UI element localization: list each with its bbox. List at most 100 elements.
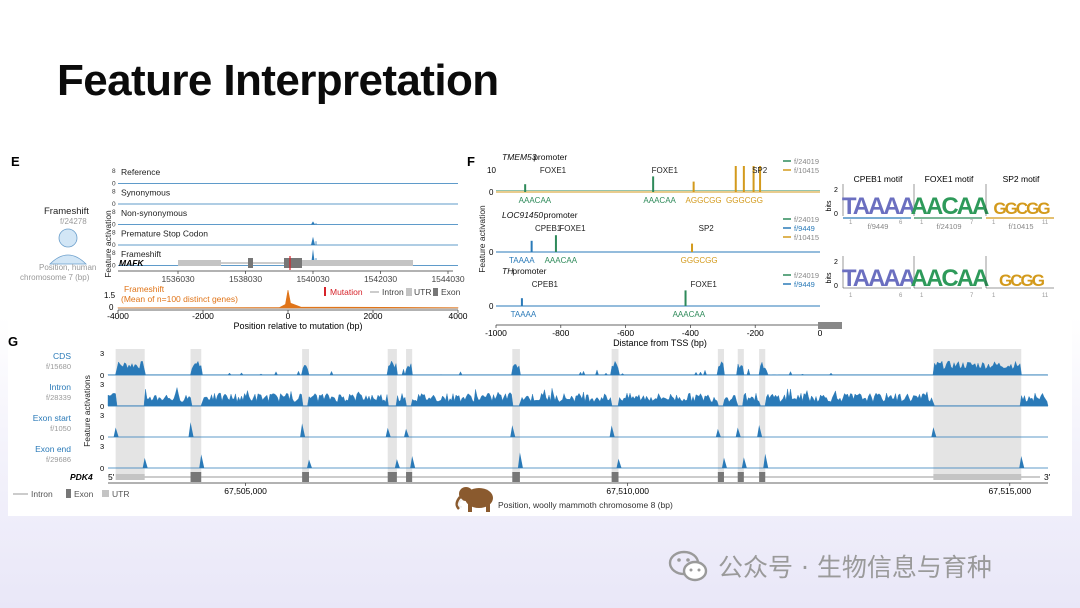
f-logo-id: f/9449 bbox=[868, 222, 889, 231]
g-x-tick-label: 67,510,000 bbox=[606, 486, 649, 496]
f-logo-xtick: 11 bbox=[1042, 293, 1049, 299]
g-boundary-spike bbox=[741, 457, 747, 468]
g-activation-trace bbox=[107, 360, 1049, 376]
watermark: 公众号 · 生物信息与育种 bbox=[668, 546, 992, 586]
f-motif-bottom-label: AAACAA bbox=[519, 196, 552, 205]
g-exon-shade bbox=[611, 349, 619, 474]
e-gene-model: MAFK bbox=[119, 256, 413, 270]
e-track-ytick-zero: 0 bbox=[112, 242, 116, 249]
f-xlabel: Distance from TSS (bp) bbox=[613, 338, 707, 348]
f-legend-label: f/10415 bbox=[794, 166, 819, 175]
g-gene-exon bbox=[759, 472, 766, 482]
g-gene-exon bbox=[190, 472, 202, 482]
e-mean-area bbox=[117, 289, 459, 309]
g-track-id: f/15680 bbox=[46, 362, 71, 371]
e-mean-title: Frameshift bbox=[124, 284, 165, 294]
g-track-name: CDS bbox=[53, 351, 71, 361]
f-activation-peak bbox=[530, 240, 533, 252]
e-track-label: Frameshift bbox=[121, 249, 162, 259]
f-logo-xtick: 7 bbox=[970, 220, 974, 226]
f-legend-label: f/9449 bbox=[794, 224, 815, 233]
g-track-ytick: 3 bbox=[100, 380, 104, 389]
f-logo-ytick-top: 2 bbox=[834, 187, 838, 194]
f-activation-peak bbox=[520, 298, 523, 306]
f-logo-id: f/10415 bbox=[1008, 222, 1033, 231]
g-track-id: f/29686 bbox=[46, 455, 71, 464]
person-icon bbox=[49, 228, 87, 265]
f-logo-xtick: 6 bbox=[899, 293, 903, 299]
g-boundary-spike bbox=[616, 458, 622, 468]
f-motif-top-label: SP2 bbox=[699, 224, 715, 233]
g-gene-exon bbox=[115, 474, 145, 480]
f-logo-ytick-zero: 0 bbox=[834, 211, 838, 218]
f-promoter-name: TH bbox=[502, 266, 514, 276]
f-motif-top-label: FOXE1 bbox=[652, 166, 679, 175]
e-track-ytick: 8 bbox=[112, 250, 116, 257]
g-boundary-spike bbox=[510, 425, 516, 437]
f-activation-peak bbox=[752, 166, 755, 192]
f-motif-top-label: CPEB1 bbox=[532, 280, 559, 289]
g-boundary-spike bbox=[931, 427, 937, 437]
f-logo-xtick: 1 bbox=[992, 293, 996, 299]
e-track-label: Synonymous bbox=[121, 188, 170, 198]
f-logo-id: f/24109 bbox=[936, 222, 961, 231]
e-gene-name: MAFK bbox=[119, 258, 144, 268]
f-promoter-suffix: promoter bbox=[544, 210, 578, 220]
f-legend-label: f/24019 bbox=[794, 271, 819, 280]
e-mean-ytick-top: 1.5 bbox=[104, 291, 116, 300]
e-genome-tick-label: 1544030 bbox=[431, 274, 464, 284]
g-track-id: f/28339 bbox=[46, 393, 71, 402]
f-activation-peak bbox=[554, 235, 557, 252]
g-boundary-spike bbox=[517, 452, 523, 468]
g-boundary-spike bbox=[385, 427, 391, 437]
f-ytick-zero: 0 bbox=[489, 248, 494, 257]
e-x-tick-label: 4000 bbox=[449, 311, 468, 321]
e-activation-peak bbox=[311, 236, 315, 245]
f-motif-bottom-label: AGGCGG bbox=[686, 196, 722, 205]
g-track-ytick: 3 bbox=[100, 411, 104, 420]
f-legend-label: f/24019 bbox=[794, 157, 819, 166]
g-boundary-spike bbox=[757, 425, 763, 437]
f-logo-xtick: 6 bbox=[899, 220, 903, 226]
e-genome-tick-label: 1542030 bbox=[364, 274, 397, 284]
g-track-ytick: 3 bbox=[100, 442, 104, 451]
e-track-ytick-zero: 0 bbox=[112, 201, 116, 208]
e-x-tick-label: -4000 bbox=[107, 311, 129, 321]
g-exon-shading bbox=[115, 349, 1022, 474]
g-boundary-spike bbox=[715, 428, 721, 437]
g-boundary-spike bbox=[188, 422, 194, 437]
f-motif-top-label: FOXE1 bbox=[691, 280, 718, 289]
f-logo-ytick-top: 2 bbox=[834, 259, 838, 266]
e-genome-xlabel-line1: Position, human bbox=[39, 263, 96, 272]
f-promoter-suffix: promoter bbox=[512, 266, 546, 276]
g-track-ytick-zero: 0 bbox=[100, 433, 104, 442]
g-boundary-spike bbox=[1019, 456, 1025, 468]
f-x-tick-label: 0 bbox=[818, 328, 823, 338]
f-logo-xtick: 1 bbox=[920, 293, 924, 299]
g-track-ytick: 3 bbox=[100, 349, 104, 358]
g-gene-exon bbox=[387, 472, 397, 482]
f-ytick-zero: 0 bbox=[489, 302, 494, 311]
f-motif-bottom-label: TAAAA bbox=[511, 310, 537, 319]
e-track-label: Premature Stop Codon bbox=[121, 229, 208, 239]
f-logo-ylabel: bits bbox=[826, 200, 833, 211]
g-exon-shade bbox=[302, 349, 309, 474]
g-exon-shade bbox=[737, 349, 744, 474]
f-ytick-zero: 0 bbox=[489, 188, 494, 197]
panel-f-label: F bbox=[467, 154, 475, 169]
panel-e: E Frameshift f/24278 Position, human chr… bbox=[11, 154, 468, 331]
g-legend-utr: UTR bbox=[112, 489, 129, 499]
e-track-ytick: 8 bbox=[112, 168, 116, 175]
f-logo-title: FOXE1 motif bbox=[925, 174, 974, 184]
panel-g-label: G bbox=[8, 334, 18, 349]
figure-svg: E Frameshift f/24278 Position, human chr… bbox=[8, 152, 1054, 512]
f-motif-bottom-label: GGGCGG bbox=[726, 196, 763, 205]
f-promoter-suffix: promoter bbox=[533, 152, 567, 162]
e-track-ytick: 8 bbox=[112, 189, 116, 196]
g-exon-shade bbox=[190, 349, 202, 474]
f-tss-box bbox=[818, 322, 842, 329]
f-motif-top-label: FOXE1 bbox=[540, 166, 567, 175]
e-track-ytick: 8 bbox=[112, 230, 116, 237]
e-tracks: Reference80Synonymous80Non-synonymous80P… bbox=[112, 167, 458, 270]
f-motif-top-label: SP2 bbox=[752, 166, 768, 175]
